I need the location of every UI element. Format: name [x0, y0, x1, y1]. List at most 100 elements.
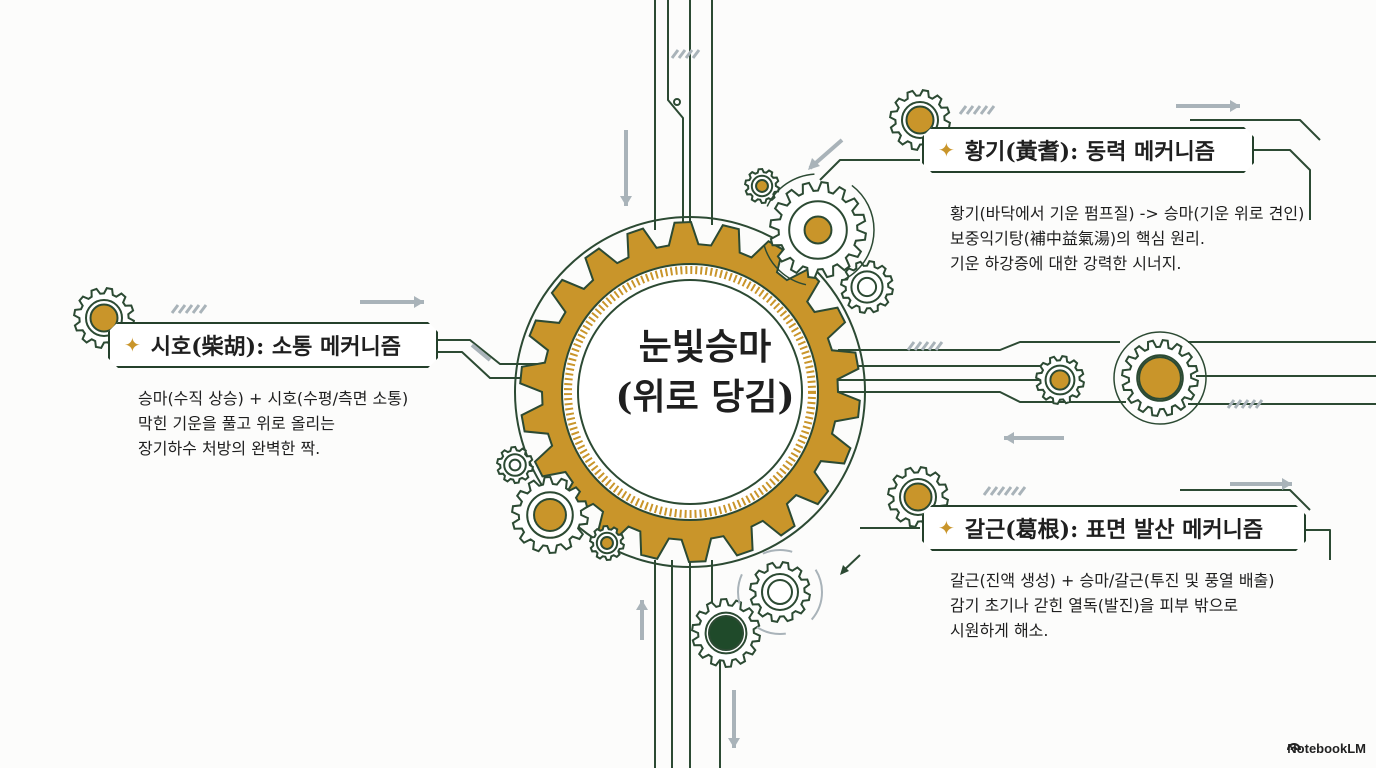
brand-label: NotebookLM	[1287, 741, 1366, 756]
label-gear-siho-ring	[85, 299, 123, 337]
small-gear-hub	[755, 179, 769, 193]
small-gear-ring	[526, 491, 574, 539]
galgeun-desc-line1: 갈근(진액 생성) + 승마/갈근(투진 및 풍열 배출)	[950, 571, 1275, 590]
small-gear-ring	[1136, 354, 1184, 402]
label-gear-galgeun-ring	[899, 478, 937, 516]
hatch-mark	[184, 304, 194, 314]
small-gear-ring	[595, 531, 619, 555]
decor-arrow-head	[414, 296, 424, 308]
hatch-mark	[170, 304, 180, 314]
hatch-mark	[670, 49, 680, 59]
decor-arrow-head	[1004, 432, 1014, 444]
trace-hwanggi-3	[1190, 119, 1321, 141]
hwanggi-label: ✦ 황기(黃耆): 동력 메커니즘	[922, 127, 1254, 173]
center-title: 눈빛승마 (위로 당김)	[575, 322, 835, 422]
gear-orbit	[737, 549, 823, 635]
hatch-mark	[1240, 399, 1250, 409]
small-gear-hub	[856, 276, 878, 298]
decor-arrow-head	[636, 600, 648, 610]
galgeun-label: ✦ 갈근(葛根): 표면 발산 메커니즘	[922, 505, 1306, 551]
notebooklm-logo-icon	[1287, 743, 1302, 751]
main-gear-ticks	[564, 266, 816, 518]
hatch-mark	[1254, 399, 1264, 409]
small-gear-ring	[750, 174, 774, 198]
hatch-mark	[684, 49, 694, 59]
hatch-mark	[913, 341, 923, 351]
small-gear-ring	[1044, 364, 1076, 396]
small-gear-hub	[708, 615, 744, 651]
decor-arrow-head	[620, 196, 632, 206]
trace-right-1	[838, 341, 1120, 351]
center-title-line1: 눈빛승마	[638, 326, 772, 368]
hatch-mark	[927, 341, 937, 351]
sparkle-icon: ✦	[938, 516, 955, 540]
gear-orbit	[1113, 331, 1207, 425]
hwanggi-desc-line2: 보중익기탕(補中益氣湯)의 핵심 원리.	[950, 229, 1205, 248]
trace-top-2	[667, 0, 684, 232]
siho-title: 시호(柴胡): 소통 메커니즘	[150, 334, 401, 360]
hatch-mark	[934, 341, 944, 351]
small-gear-ring	[761, 573, 799, 611]
trace-galgeun-2	[1180, 489, 1311, 511]
trace-hwanggi-2	[1254, 149, 1311, 220]
small-gear-hub	[1049, 369, 1071, 391]
hatch-mark	[677, 49, 687, 59]
siho-label: ✦ 시호(柴胡): 소통 메커니즘	[108, 322, 438, 368]
trace-right-4	[838, 391, 1126, 403]
small-gear-hub	[533, 498, 567, 532]
hatch-mark	[1003, 486, 1013, 496]
siho-desc-line1: 승마(수직 상승) + 시호(수평/측면 소통)	[138, 389, 409, 408]
trace-left-1	[438, 339, 540, 365]
small-gear-ring	[788, 200, 848, 260]
hatch-mark	[989, 486, 999, 496]
decor-arrow-head	[1230, 100, 1240, 112]
hatch-mark	[1247, 399, 1257, 409]
decor-arrow-head	[1282, 478, 1292, 490]
decor-arrow-head	[728, 738, 740, 748]
hatch-mark	[996, 486, 1006, 496]
small-gear-ring	[704, 611, 748, 655]
hatch-mark	[177, 304, 187, 314]
decor-arrow-head	[808, 158, 820, 170]
siho-desc-line2: 막힌 기운을 풀고 위로 올리는	[138, 414, 335, 433]
hwanggi-desc-line3: 기운 하강증에 대한 강력한 시너지.	[950, 254, 1182, 273]
notebooklm-brand: NotebookLM	[1287, 741, 1366, 756]
main-gear-outer-ring	[514, 216, 866, 568]
small-gear-hub	[1138, 356, 1182, 400]
siho-description: 승마(수직 상승) + 시호(수평/측면 소통) 막힌 기운을 풀고 위로 올리…	[138, 386, 408, 461]
siho-desc-line3: 장기하수 처방의 완벽한 짝.	[138, 439, 321, 458]
small-gear-hub	[600, 536, 614, 550]
hatch-mark	[958, 105, 968, 115]
hatch-mark	[965, 105, 975, 115]
main-gear-inner	[577, 279, 803, 505]
decor-arrow-head	[840, 565, 849, 575]
hatch-mark	[906, 341, 916, 351]
hatch-mark	[1017, 486, 1027, 496]
hatch-mark	[470, 343, 492, 362]
trace-hwanggi-1	[819, 159, 920, 181]
label-gear-siho-hub	[89, 303, 119, 333]
galgeun-desc-line3: 시원하게 해소.	[950, 621, 1049, 640]
hatch-mark	[1226, 399, 1236, 409]
label-gear-galgeun-hub	[903, 482, 933, 512]
small-gear-hub	[767, 579, 793, 605]
small-gear-ring	[850, 270, 884, 304]
small-gear-hub	[508, 458, 522, 472]
trace-galgeun-1	[1306, 529, 1331, 560]
hatch-mark	[1010, 486, 1020, 496]
small-gear-hub	[803, 215, 833, 245]
sparkle-icon: ✦	[124, 333, 141, 357]
gear-orbit	[761, 173, 875, 287]
hwanggi-title: 황기(黃耆): 동력 메커니즘	[964, 139, 1215, 165]
label-gear-hwanggi-ring	[901, 101, 939, 139]
hatch-mark	[191, 304, 201, 314]
hwanggi-description: 황기(바닥에서 기운 펌프질) -> 승마(기운 위로 견인) 보중익기탕(補中…	[950, 201, 1304, 276]
label-gear-hwanggi-hub	[905, 105, 935, 135]
galgeun-title: 갈근(葛根): 표면 발산 메커니즘	[964, 517, 1264, 543]
small-gear-ring	[503, 453, 527, 477]
hatch-mark	[982, 486, 992, 496]
hatch-mark	[986, 105, 996, 115]
hatch-mark	[691, 49, 701, 59]
